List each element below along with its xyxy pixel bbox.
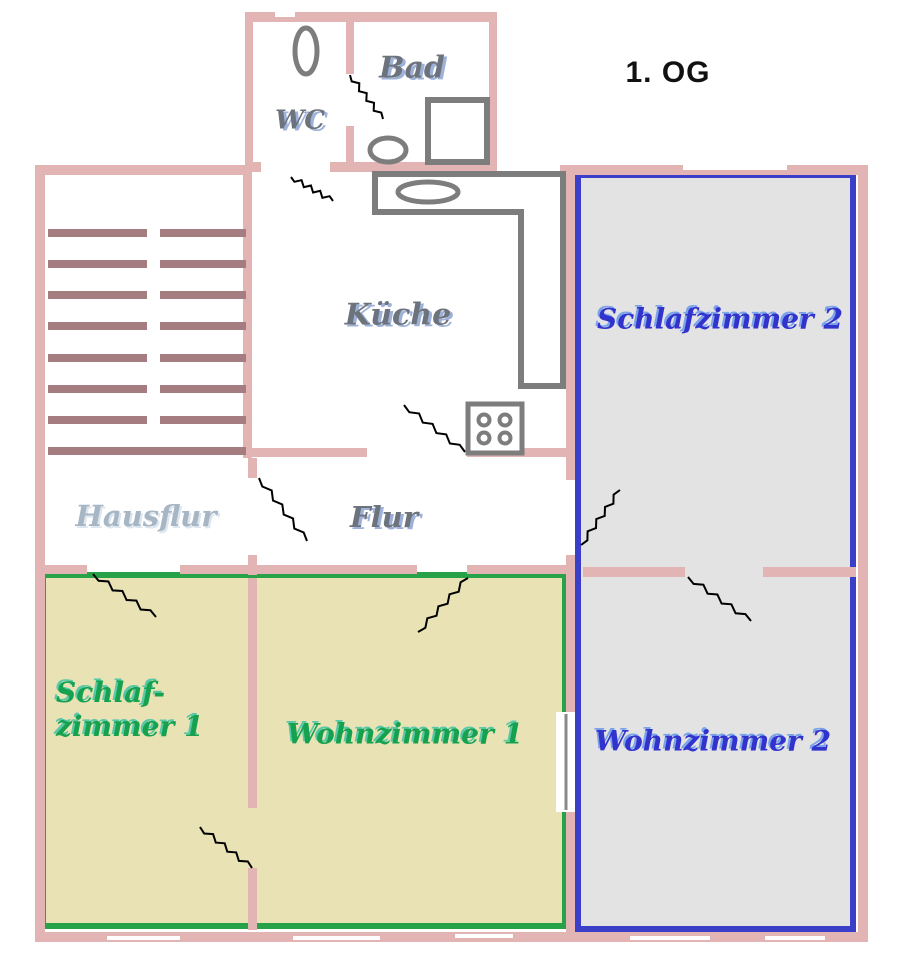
- room-label-schlafzimmer2: Schlafzimmer 2: [596, 302, 844, 336]
- room-label-schlafzimmer1-line1: Schlaf-: [56, 676, 166, 709]
- door-swing: [403, 404, 466, 453]
- stair-step: [48, 322, 147, 330]
- shower-icon: [425, 97, 490, 165]
- wall: [35, 165, 250, 175]
- wall: [346, 12, 354, 74]
- wall: [245, 12, 253, 170]
- wall: [243, 448, 367, 457]
- stair-step: [160, 354, 246, 362]
- room-label-kueche: Küche: [344, 297, 452, 333]
- wall: [566, 165, 575, 480]
- window: [630, 936, 710, 940]
- wall: [35, 165, 45, 942]
- wall: [467, 448, 575, 457]
- stair-step: [160, 322, 246, 330]
- apartment1-area: [40, 572, 568, 929]
- wall: [566, 578, 575, 712]
- bad-toilet-icon: [367, 135, 409, 165]
- room-label-flur: Flur: [350, 500, 418, 535]
- stair-step: [48, 291, 147, 299]
- wall: [245, 12, 497, 22]
- kitchen-sink-icon: [395, 179, 461, 205]
- window: [107, 936, 180, 940]
- stair-step: [160, 385, 246, 393]
- door-swing: [349, 74, 384, 120]
- window: [765, 936, 825, 940]
- room-label-bad: Bad: [379, 50, 445, 86]
- wall: [248, 868, 257, 930]
- wc-toilet-icon: [292, 25, 320, 77]
- stair-step: [160, 416, 246, 424]
- stair-step: [48, 229, 147, 237]
- kitchen-counter-icon: [372, 171, 566, 389]
- wall: [566, 812, 575, 932]
- room-label-wc: WC: [275, 105, 325, 136]
- stair-step: [48, 447, 246, 455]
- door-opening-wohnzimmer: [556, 712, 574, 812]
- door-swing: [258, 477, 308, 542]
- wall: [330, 162, 497, 172]
- window: [275, 12, 295, 17]
- wall: [489, 12, 497, 170]
- wall: [245, 162, 261, 172]
- window: [455, 934, 513, 938]
- wall: [243, 170, 252, 458]
- wall: [566, 555, 575, 578]
- window: [293, 936, 380, 940]
- window: [683, 165, 787, 170]
- wall: [248, 458, 257, 478]
- wall: [248, 555, 257, 575]
- stair-step: [160, 260, 246, 268]
- stair-step: [160, 291, 246, 299]
- room-label-schlafzimmer1: Schlaf- zimmer 1: [56, 676, 204, 744]
- wall: [180, 565, 417, 574]
- wall: [346, 126, 354, 168]
- wall: [763, 567, 856, 577]
- wall: [858, 165, 868, 942]
- apartment2-area: [575, 172, 856, 932]
- stair-step: [48, 354, 147, 362]
- stove-burner-icon: [476, 412, 492, 428]
- stair-step: [48, 385, 147, 393]
- wall: [467, 565, 570, 574]
- stair-step: [160, 229, 246, 237]
- floor-title: 1. OG: [625, 56, 711, 89]
- stove-burner-icon: [497, 430, 513, 446]
- stove-burner-icon: [476, 430, 492, 446]
- wall: [560, 165, 868, 175]
- wall: [35, 565, 87, 574]
- room-label-schlafzimmer1-line2: zimmer 1: [56, 710, 204, 743]
- room-label-wohnzimmer1: Wohnzimmer 1: [286, 717, 524, 751]
- wall: [248, 578, 257, 808]
- stair-step: [48, 416, 147, 424]
- stove-icon: [465, 401, 525, 456]
- door-swing: [290, 176, 334, 202]
- room-label-hausflur: Hausflur: [75, 499, 217, 534]
- stove-burner-icon: [497, 412, 513, 428]
- stair-step: [48, 260, 147, 268]
- wall: [583, 567, 685, 577]
- wall: [35, 932, 868, 942]
- room-label-wohnzimmer2: Wohnzimmer 2: [594, 724, 832, 758]
